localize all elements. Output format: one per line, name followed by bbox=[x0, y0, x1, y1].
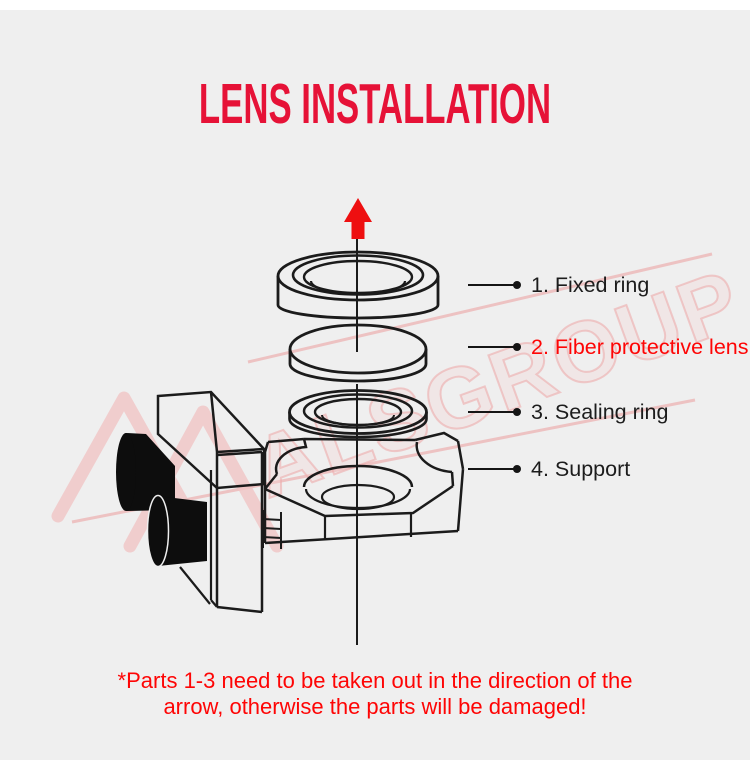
part-label-text: 3. Sealing ring bbox=[531, 399, 669, 424]
support-knobs bbox=[116, 433, 207, 568]
part-label-sealing-ring: 3. Sealing ring bbox=[468, 399, 668, 425]
support-drawing bbox=[156, 390, 465, 614]
warning-note: *Parts 1-3 need to be taken out in the d… bbox=[0, 668, 750, 720]
leader-line bbox=[468, 411, 514, 413]
leader-dot bbox=[513, 465, 521, 473]
part-label-fixed-ring: 1. Fixed ring bbox=[468, 272, 649, 298]
watermark-diagonal-line-upper bbox=[247, 252, 713, 364]
sealing-ring-drawing bbox=[288, 389, 428, 439]
leader-line bbox=[468, 284, 514, 286]
leader-dot bbox=[513, 281, 521, 289]
leader-dot bbox=[513, 343, 521, 351]
page-background bbox=[0, 10, 750, 760]
part-label-fiber-protective-lens: 2. Fiber protective lens bbox=[468, 334, 749, 360]
fiber-protective-lens-drawing bbox=[288, 323, 428, 383]
fixed-ring-drawing bbox=[276, 250, 440, 320]
page-title: LENS INSTALLATION bbox=[198, 72, 552, 136]
part-label-support: 4. Support bbox=[468, 456, 630, 482]
part-label-text: 2. Fiber protective lens bbox=[531, 334, 749, 359]
leader-line bbox=[468, 346, 514, 348]
part-label-text: 1. Fixed ring bbox=[531, 272, 650, 297]
leader-dot bbox=[513, 408, 521, 416]
part-label-text: 4. Support bbox=[531, 456, 631, 481]
warning-note-line2: arrow, otherwise the parts will be damag… bbox=[163, 694, 587, 719]
up-arrow-icon bbox=[344, 198, 372, 239]
warning-note-line1: *Parts 1-3 need to be taken out in the d… bbox=[117, 668, 633, 693]
leader-line bbox=[468, 468, 514, 470]
